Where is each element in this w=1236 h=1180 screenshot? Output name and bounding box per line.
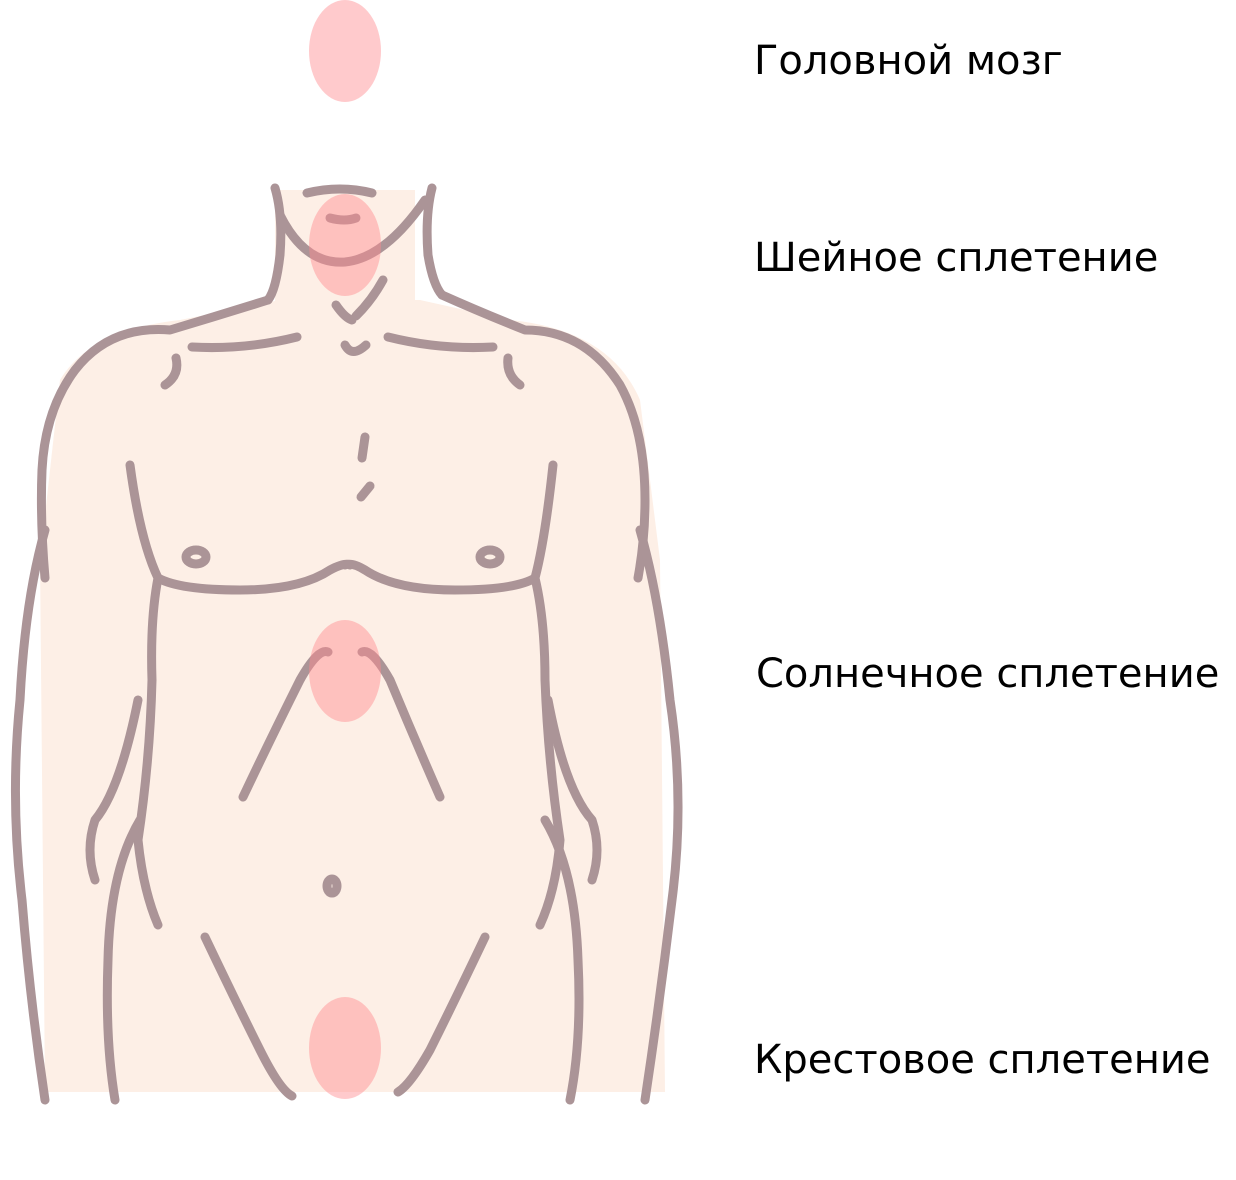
label-brain: Головной мозг: [754, 38, 1063, 84]
sacral-marker: [309, 997, 381, 1099]
solar-marker: [309, 620, 381, 722]
torso-skin: [40, 190, 665, 1092]
cervical-marker: [309, 194, 381, 296]
label-cervical-plexus: Шейное сплетение: [754, 235, 1159, 281]
label-sacral-plexus: Крестовое сплетение: [754, 1037, 1211, 1083]
torso-outline: [10, 183, 683, 1105]
brain-marker: [309, 0, 381, 102]
plexus-markers: [309, 0, 381, 1099]
label-solar-plexus: Солнечное сплетение: [756, 651, 1220, 697]
